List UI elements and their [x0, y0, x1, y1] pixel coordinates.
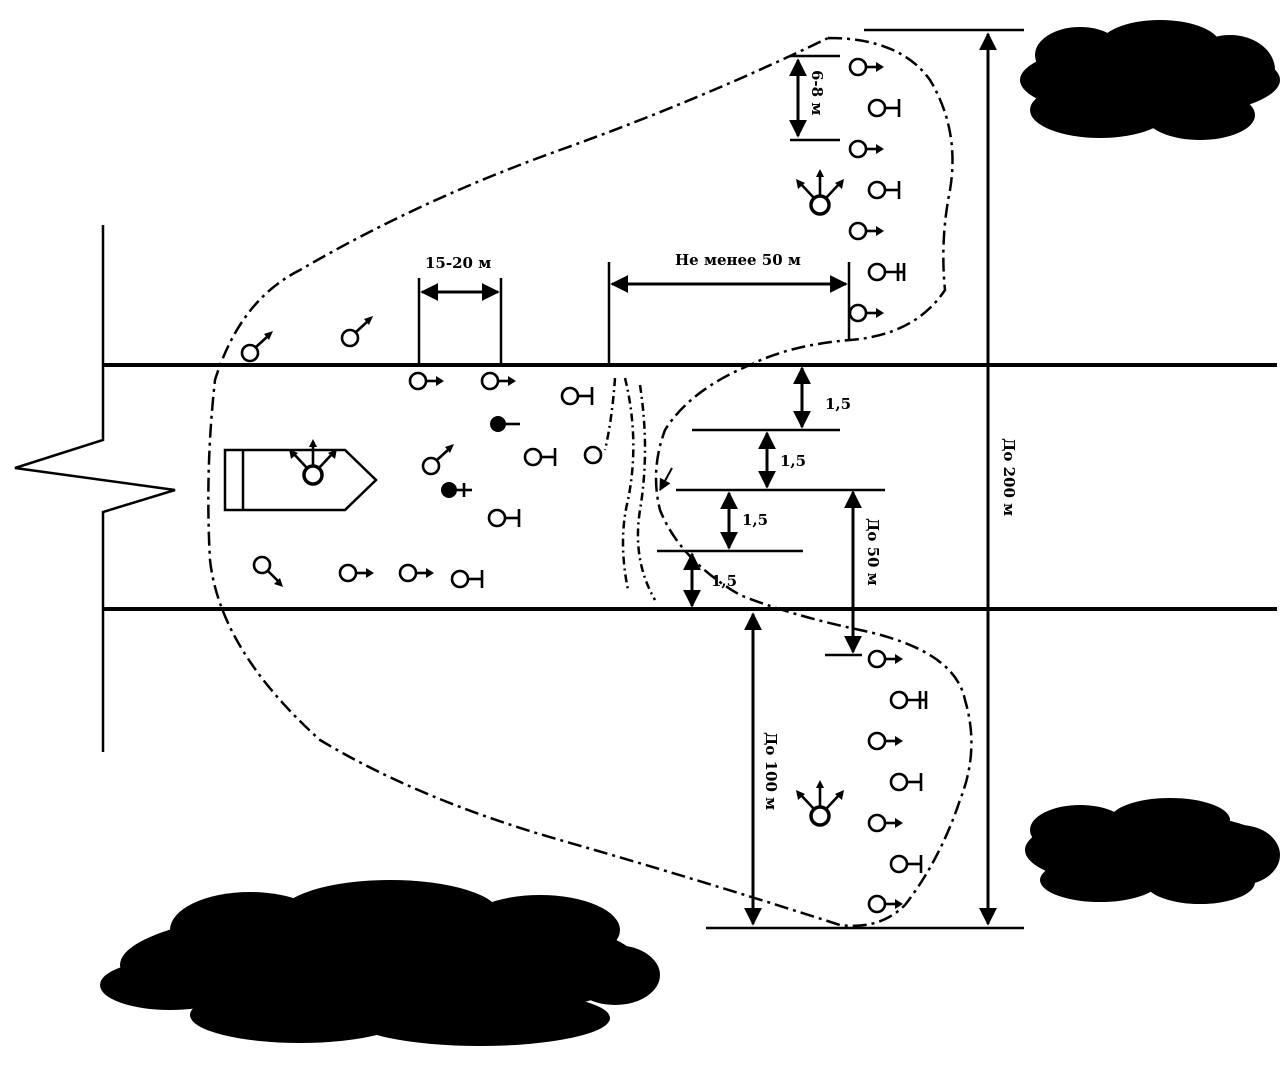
soldier-icon	[867, 731, 905, 751]
soldier-icon	[398, 563, 436, 583]
soldier-icon	[408, 371, 446, 391]
soldier-icon	[421, 442, 456, 476]
filled-commander-icon	[490, 416, 520, 432]
rifleman-icon	[867, 179, 901, 201]
soldier-icon	[867, 649, 905, 669]
soldier-icon	[848, 221, 886, 241]
label-up-to-200: До 200 м	[1000, 438, 1018, 516]
soldier-icon	[338, 563, 376, 583]
road-break-line	[14, 225, 176, 752]
soldier-icon	[867, 894, 905, 914]
label-6-8: 6-8 м	[808, 70, 826, 115]
label-not-less-50: Не менее 50 м	[675, 251, 801, 269]
rifleman-icon	[523, 446, 557, 468]
rifleman-icon	[889, 771, 923, 793]
cloud-top-right	[1020, 20, 1280, 140]
cloud-bottom-left	[100, 880, 660, 1046]
observer-icon	[583, 445, 603, 465]
label-step: 1,5	[711, 572, 737, 590]
rifleman-icon	[560, 385, 594, 407]
soldier-icon	[252, 555, 285, 589]
filled-medic-icon	[441, 482, 472, 498]
soldier-icon	[867, 813, 905, 833]
label-step: 1,5	[825, 395, 851, 413]
soldier-icon	[848, 139, 886, 159]
rifleman-icon	[889, 853, 923, 875]
barrier-lines	[603, 377, 657, 601]
machine-gunner-icon	[867, 261, 907, 283]
soldier-icon	[240, 329, 275, 363]
rifleman-icon	[450, 568, 484, 590]
vehicle-icon	[223, 437, 378, 512]
rifleman-icon	[867, 97, 901, 119]
machine-gunner-icon	[889, 689, 929, 711]
arrow-to-barrier	[659, 467, 673, 492]
label-step: 1,5	[742, 511, 768, 529]
commander-icon	[794, 167, 846, 216]
label-up-to-100: До 100 м	[762, 732, 780, 810]
commander-icon	[794, 778, 846, 827]
soldier-icon	[480, 371, 518, 391]
label-up-to-50: До 50 м	[864, 518, 882, 586]
cloud-mid-right	[1025, 798, 1280, 904]
soldier-icon	[340, 314, 375, 348]
soldier-icon	[848, 57, 886, 77]
rifleman-icon	[487, 507, 521, 529]
cordon-zone-outline	[207, 36, 973, 927]
soldier-icon	[848, 303, 886, 323]
label-15-20: 15-20 м	[425, 254, 491, 272]
label-step: 1,5	[780, 452, 806, 470]
